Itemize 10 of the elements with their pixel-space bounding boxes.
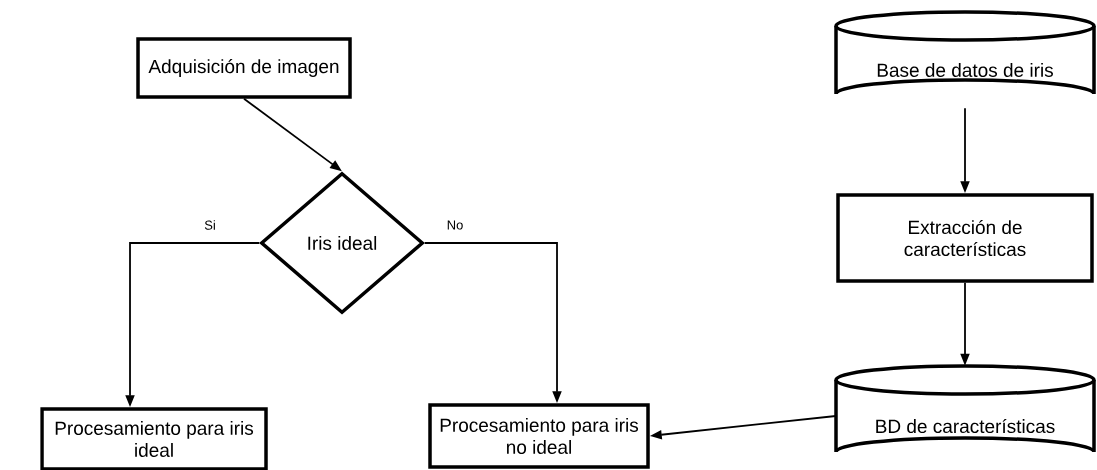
process-box: Procesamiento para iris no ideal [428, 403, 650, 469]
process-box: Extracción de características [836, 193, 1094, 283]
database-cylinder: BD de características [834, 364, 1096, 454]
database-cylinder: Base de datos de iris [834, 10, 1096, 96]
node-label: BD de características [876, 418, 1055, 434]
edge-label: Si [203, 219, 217, 231]
process-box: Adquisición de imagen [136, 37, 352, 99]
node-label: Base de datos de iris [877, 63, 1053, 77]
edge-label: No [445, 219, 465, 231]
process-box: Procesamiento para iris ideal [40, 407, 268, 470]
